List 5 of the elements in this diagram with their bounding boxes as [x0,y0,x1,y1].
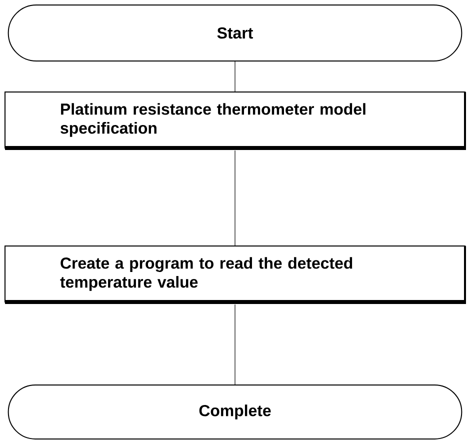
process-box: Platinum resistance thermometer model specification [4,92,466,150]
connector-line [234,61,236,92]
process-box: Create a program to read the detected temperature value [4,246,466,304]
connector-line [234,304,236,385]
connector-line [234,150,236,246]
